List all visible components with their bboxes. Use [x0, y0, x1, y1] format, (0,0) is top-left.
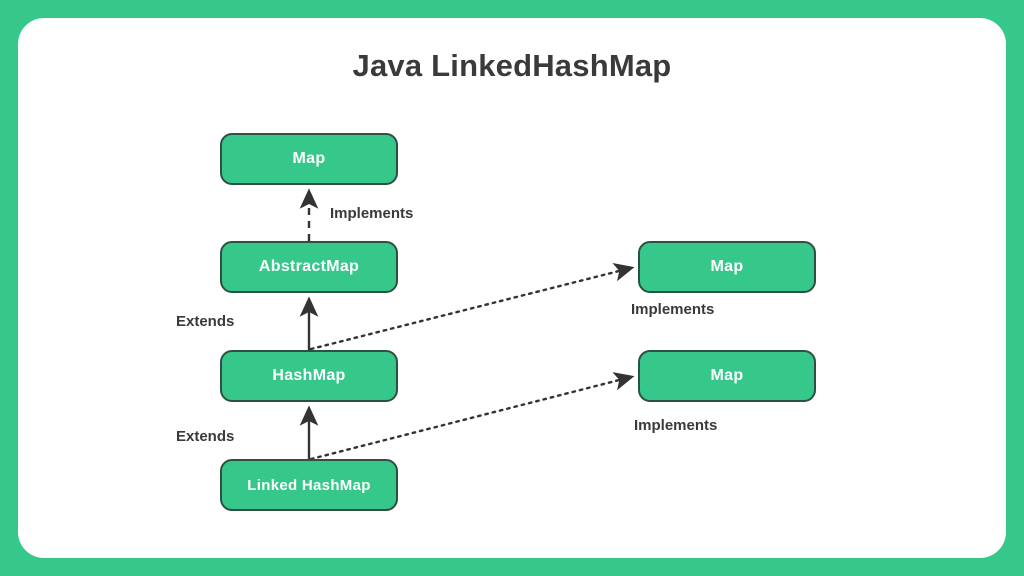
node-label: AbstractMap: [258, 258, 360, 275]
node-label: Linked HashMap: [247, 476, 371, 494]
node-label: Map: [710, 367, 744, 384]
node-hashmap[interactable]: HashMap: [220, 350, 398, 402]
node-map-right-top[interactable]: Map: [638, 241, 816, 293]
edge-label-extends-upper: Extends: [176, 313, 235, 330]
node-label: HashMap: [272, 367, 346, 384]
edge-label-implements-right-bottom: Implements: [634, 417, 718, 434]
page-title: Java LinkedHashMap: [352, 48, 672, 83]
edge-label-implements-right-top: Implements: [631, 301, 715, 318]
edge-label-implements-top: Implements: [330, 205, 414, 222]
node-linked-hashmap[interactable]: Linked HashMap: [220, 459, 398, 511]
node-label: Map: [710, 258, 744, 275]
edge-label-extends-lower: Extends: [176, 428, 235, 445]
content-panel: Java LinkedHashMap: [18, 18, 1006, 558]
node-map-top[interactable]: Map: [220, 133, 398, 185]
node-abstractmap[interactable]: AbstractMap: [220, 241, 398, 293]
node-label: Map: [292, 150, 326, 167]
node-map-right-bottom[interactable]: Map: [638, 350, 816, 402]
